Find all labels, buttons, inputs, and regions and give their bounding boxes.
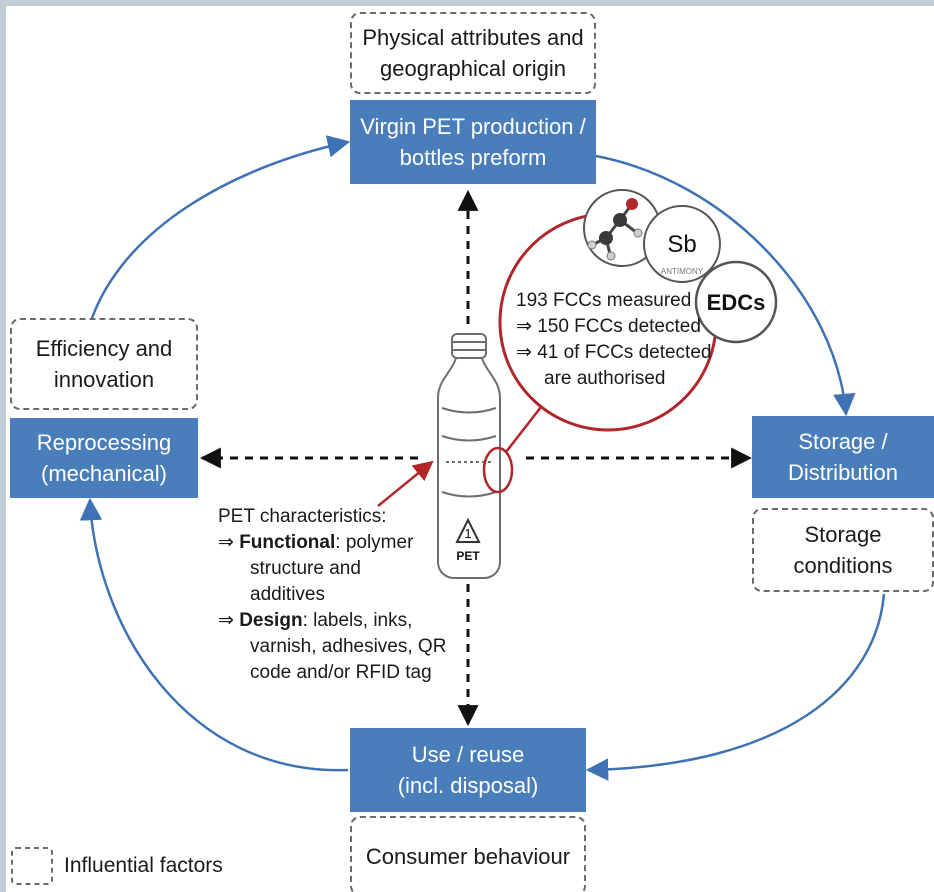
fcc-measured: 193 FCCs measured (516, 290, 692, 311)
stage-use-reuse: Use / reuse (incl. disposal) (350, 728, 586, 812)
recycle-number: 1 (464, 526, 471, 541)
antimony-caption: ANTIMONY (661, 267, 704, 276)
factor-physical-attributes: Physical attributes and geographical ori… (350, 12, 596, 94)
recycle-label: PET (456, 549, 480, 563)
fcc-summary: 193 FCCs measured ⇒ 150 FCCs detected ⇒ … (516, 288, 711, 392)
design-cont-2: code and/or RFID tag (250, 662, 432, 683)
design-text: : labels, inks, (302, 610, 413, 631)
legend-label: Influential factors (64, 854, 223, 877)
factor-storage-conditions: Storage conditions (752, 508, 934, 592)
fcc-detected: ⇒ 150 FCCs detected (516, 314, 711, 340)
fcc-authorised-cont: are authorised (544, 368, 666, 389)
pet-design: ⇒ Design: labels, inks, (218, 608, 448, 634)
stage-virgin-pet-production: Virgin PET production / bottles preform (350, 100, 596, 184)
functional-label: Functional (239, 532, 336, 553)
design-cont-1: varnish, adhesives, QR (250, 636, 447, 657)
molecule-icon (583, 189, 661, 267)
antimony-symbol: Sb (667, 231, 696, 258)
cycle-arrow-virgin-to-storage (595, 154, 856, 417)
stage-storage-distribution: Storage / Distribution (752, 416, 934, 498)
functional-text: : polymer (335, 532, 414, 553)
pet-bottle (437, 333, 514, 579)
cycle-arrow-reprocessing-to-virgin (90, 135, 351, 319)
factor-efficiency-innovation: Efficiency and innovation (10, 318, 198, 410)
bullet-arrow: ⇒ (218, 610, 234, 631)
legend-swatch (11, 847, 53, 885)
bullet-arrow: ⇒ (516, 342, 532, 363)
pet-characteristics-heading: PET characteristics: (218, 506, 387, 527)
functional-cont-2: additives (250, 584, 325, 605)
fcc-authorised-text: 41 of FCCs detected (537, 342, 712, 363)
antimony-circle (643, 205, 721, 283)
pet-characteristics: PET characteristics: ⇒ Functional: polym… (218, 504, 448, 686)
bullet-arrow: ⇒ (516, 316, 532, 337)
pet-pointer-arrow (377, 460, 434, 507)
connector-layer: 1 PET Sb ANTIMONY EDCs (11, 135, 886, 885)
edcs-circle (694, 260, 778, 344)
fcc-detected-text: 150 FCCs detected (537, 316, 701, 337)
edcs-label: EDCs (707, 290, 766, 315)
factor-consumer-behaviour: Consumer behaviour (350, 816, 586, 892)
pet-functional: ⇒ Functional: polymer (218, 530, 448, 556)
functional-cont-1: structure and (250, 558, 361, 579)
design-label: Design (239, 610, 303, 631)
diagram-canvas: 1 PET Sb ANTIMONY EDCs Virgin P (6, 6, 934, 892)
cycle-arrow-storage-to-use (585, 593, 886, 781)
bullet-arrow: ⇒ (218, 532, 234, 553)
fcc-authorised: ⇒ 41 of FCCs detected (516, 340, 711, 366)
cycle-arrow-use-to-reprocessing (79, 497, 349, 772)
stage-reprocessing: Reprocessing (mechanical) (10, 418, 198, 498)
